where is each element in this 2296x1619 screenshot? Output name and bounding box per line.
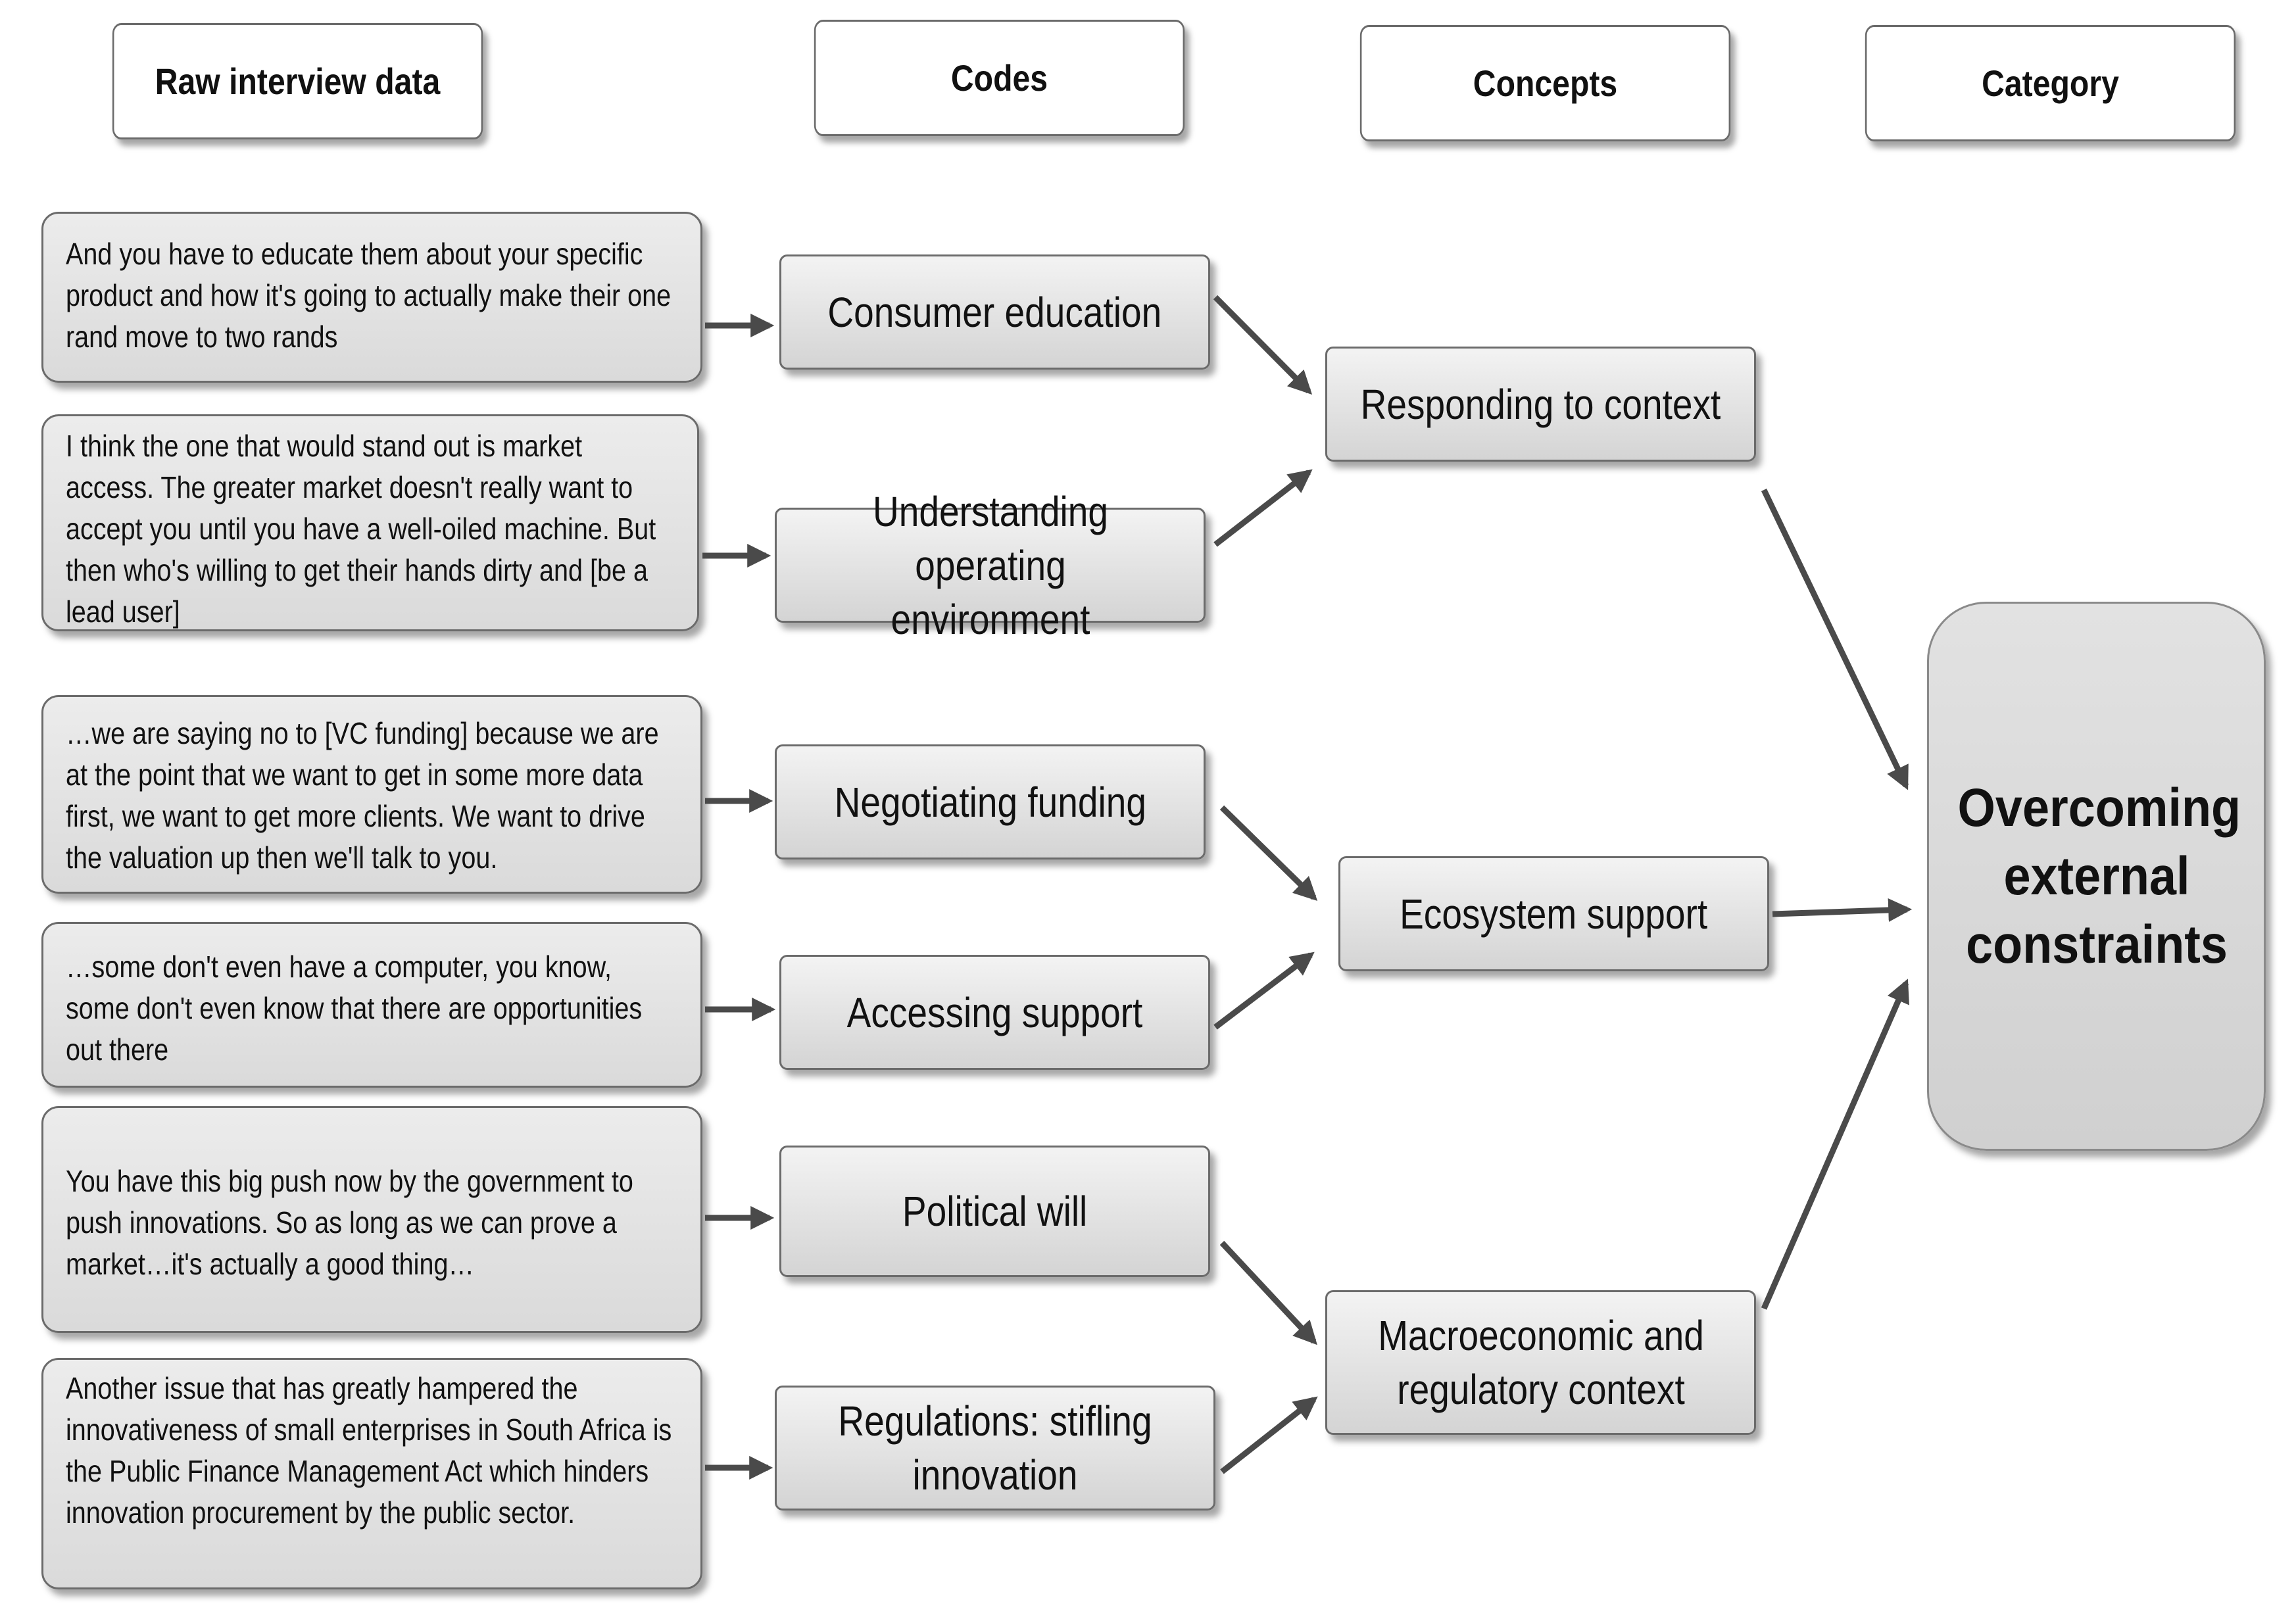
category-label: Overcoming external constraints	[1957, 777, 2241, 975]
quote-box: And you have to educate them about your …	[41, 212, 702, 383]
arrow	[1772, 898, 1913, 922]
arrow	[1220, 1396, 1318, 1474]
code-box: Understanding operating environment	[775, 488, 1206, 643]
code-label: Negotiating funding	[834, 778, 1146, 826]
quote-box: You have this big push now by the govern…	[41, 1106, 702, 1333]
arrow	[1213, 952, 1315, 1030]
concept-label: Responding to context	[1360, 380, 1721, 428]
quote-box: I think the one that would stand out is …	[41, 414, 699, 631]
code-label: Accessing support	[846, 988, 1143, 1036]
category-box: Overcoming external constraints	[1927, 602, 2266, 1151]
quote-text: I think the one that would stand out is …	[66, 429, 656, 629]
code-box: Regulations: stifling innovation	[775, 1386, 1215, 1510]
code-box: Negotiating funding	[775, 744, 1206, 859]
quote-box: …some don't even have a computer, you kn…	[41, 922, 702, 1088]
quote-text: You have this big push now by the govern…	[66, 1164, 633, 1281]
arrow	[1219, 805, 1318, 902]
quote-text: Another issue that has greatly hampered …	[66, 1371, 672, 1530]
quote-text: …some don't even have a computer, you kn…	[66, 950, 643, 1067]
concept-box: Ecosystem support	[1338, 856, 1769, 971]
quote-text: And you have to educate them about your …	[66, 237, 672, 354]
arrow	[1761, 979, 1909, 1310]
header-category: Category	[1865, 25, 2236, 141]
code-box: Consumer education	[779, 254, 1210, 370]
concept-label: Ecosystem support	[1400, 890, 1708, 938]
code-label: Political will	[902, 1188, 1088, 1235]
code-box: Accessing support	[779, 955, 1210, 1070]
concept-box: Macroeconomic and regulatory context	[1325, 1290, 1756, 1435]
quote-box: Another issue that has greatly hampered …	[41, 1358, 702, 1589]
code-box: Political will	[779, 1146, 1210, 1277]
arrow	[1213, 295, 1313, 395]
code-label: Understanding operating environment	[872, 487, 1108, 643]
concept-box: Responding to context	[1325, 347, 1756, 462]
header-raw-interview-data: Raw interview data	[112, 23, 483, 139]
header-concepts: Concepts	[1359, 25, 1731, 141]
arrow	[1219, 1240, 1317, 1345]
concept-label: Macroeconomic and regulatory context	[1377, 1312, 1704, 1413]
header-codes: Codes	[814, 20, 1185, 136]
code-label: Consumer education	[827, 288, 1162, 336]
arrow	[1213, 469, 1313, 547]
code-label: Regulations: stifling innovation	[838, 1397, 1152, 1499]
quote-box: …we are saying no to [VC funding] becaus…	[41, 695, 702, 894]
quote-text: …we are saying no to [VC funding] becaus…	[66, 716, 659, 875]
arrow	[1761, 489, 1909, 790]
